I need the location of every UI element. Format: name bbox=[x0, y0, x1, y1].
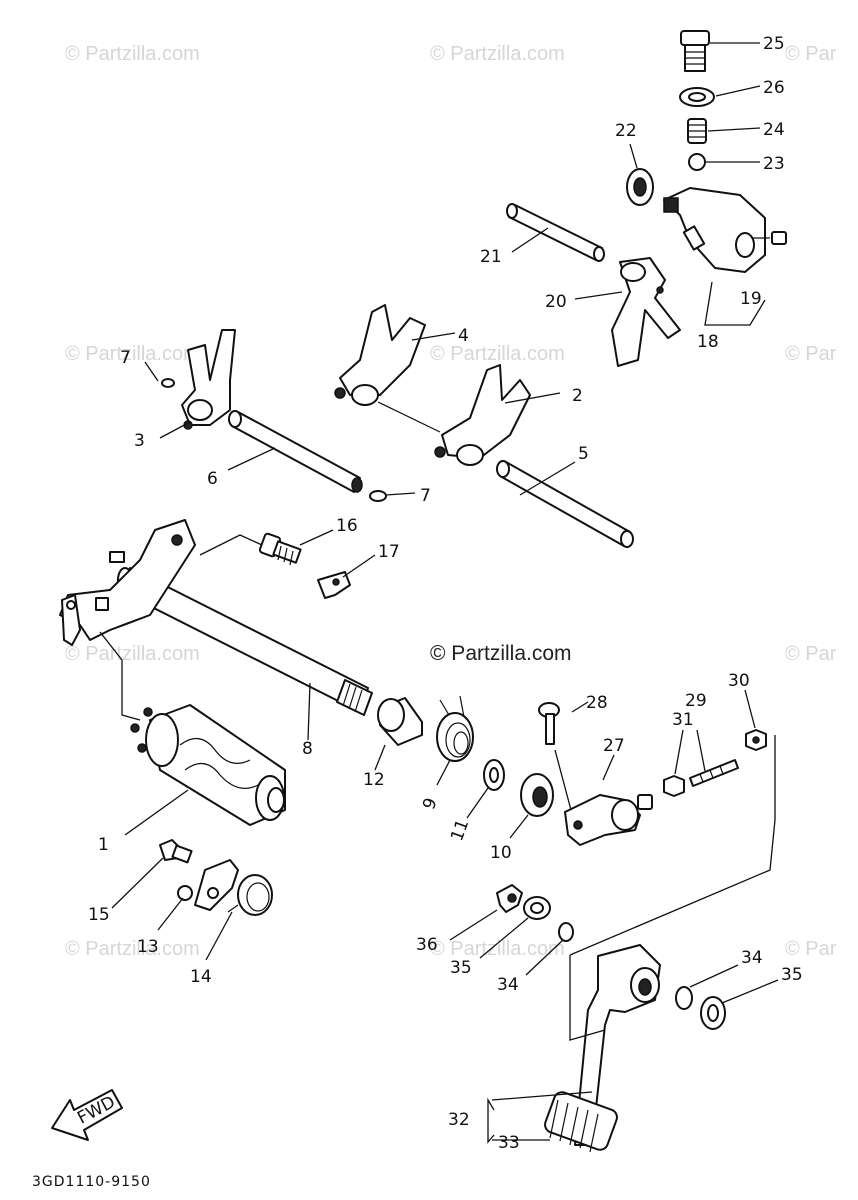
circlip-7 bbox=[161, 378, 175, 388]
callout-6: 6 bbox=[207, 469, 218, 489]
callout-11: 11 bbox=[447, 817, 473, 844]
spring-24 bbox=[687, 118, 707, 144]
callout-15: 15 bbox=[88, 905, 110, 925]
callout-28: 28 bbox=[586, 693, 608, 713]
spring-9 bbox=[436, 695, 474, 762]
watermark-text: © Par bbox=[785, 43, 837, 65]
watermark-text: © Partzilla.com bbox=[430, 938, 565, 960]
watermark-text: © Partzilla.com bbox=[65, 343, 200, 365]
shift-drum-1 bbox=[130, 704, 286, 826]
callout-31: 31 bbox=[672, 710, 694, 730]
watermark-text: © Partzilla.com bbox=[65, 938, 200, 960]
callout-34-left: 34 bbox=[497, 975, 519, 995]
screw-28 bbox=[538, 702, 560, 745]
bolt-25 bbox=[680, 30, 710, 72]
shift-fork-3 bbox=[181, 329, 236, 430]
callout-27: 27 bbox=[603, 736, 625, 756]
footrest-33 bbox=[544, 1091, 618, 1153]
arm-27 bbox=[564, 794, 653, 846]
rod-29 bbox=[689, 759, 739, 787]
lever-13 bbox=[177, 859, 239, 911]
leader-lines bbox=[99, 42, 779, 1144]
clip-36 bbox=[496, 884, 523, 913]
shift-fork-20 bbox=[611, 257, 681, 367]
callout-24: 24 bbox=[763, 120, 785, 140]
callout-19: 19 bbox=[740, 289, 762, 309]
washer-35 bbox=[700, 996, 726, 1030]
oring-34 bbox=[675, 986, 693, 1010]
diagram-code: 3GD1110-9150 bbox=[32, 1174, 151, 1190]
leader-line bbox=[199, 534, 263, 556]
callout-33: 33 bbox=[498, 1133, 520, 1153]
callout-7-top: 7 bbox=[120, 348, 131, 368]
callout-34-right: 34 bbox=[741, 948, 763, 968]
callout-36: 36 bbox=[416, 935, 438, 955]
shift-arm-plate bbox=[59, 519, 196, 646]
watermark-text: © Par bbox=[785, 643, 837, 665]
nut-30 bbox=[745, 729, 767, 751]
callout-7-bottom: 7 bbox=[420, 486, 431, 506]
nut-31 bbox=[663, 775, 685, 797]
shaft-6 bbox=[228, 410, 363, 493]
callout-25: 25 bbox=[763, 34, 785, 54]
callout-3: 3 bbox=[134, 431, 145, 451]
shift-lever-18 bbox=[663, 187, 787, 273]
callout-35-right: 35 bbox=[781, 965, 803, 985]
callout-26: 26 bbox=[763, 78, 785, 98]
shaft-21 bbox=[506, 203, 605, 262]
callout-35-left: 35 bbox=[450, 958, 472, 978]
callout-32: 32 bbox=[448, 1110, 470, 1130]
callout-29: 29 bbox=[685, 691, 707, 711]
retainer-17 bbox=[317, 571, 351, 599]
washer-11 bbox=[483, 759, 505, 791]
callout-12: 12 bbox=[363, 770, 385, 790]
watermark-text: © Par bbox=[785, 938, 837, 960]
callout-5: 5 bbox=[578, 444, 589, 464]
washer-35 bbox=[523, 896, 551, 920]
callout-21: 21 bbox=[480, 247, 502, 267]
washer-26 bbox=[679, 87, 715, 107]
bearing-10 bbox=[520, 773, 554, 817]
callout-labels: 25 26 24 23 22 21 20 19 18 4 2 7 3 6 7 5… bbox=[88, 34, 803, 1153]
bolt-15 bbox=[159, 839, 193, 864]
callout-23: 23 bbox=[763, 154, 785, 174]
watermark-layer: © Partzilla.com © Partzilla.com © Par © … bbox=[65, 43, 837, 960]
callout-30: 30 bbox=[728, 671, 750, 691]
watermark-text: © Partzilla.com bbox=[430, 343, 565, 365]
watermark-text: © Par bbox=[785, 343, 837, 365]
callout-16: 16 bbox=[336, 516, 358, 536]
shift-fork-2 bbox=[434, 364, 531, 466]
oring-34 bbox=[558, 922, 574, 942]
callout-1: 1 bbox=[98, 835, 109, 855]
callout-17: 17 bbox=[378, 542, 400, 562]
shift-pedal-32 bbox=[574, 944, 661, 1146]
callout-14: 14 bbox=[190, 967, 212, 987]
watermark-main: © Partzilla.com bbox=[430, 642, 572, 665]
callout-4: 4 bbox=[458, 326, 469, 346]
watermark-text: © Partzilla.com bbox=[65, 43, 200, 65]
watermark-text: © Partzilla.com bbox=[430, 43, 565, 65]
callout-10: 10 bbox=[490, 843, 512, 863]
callout-8: 8 bbox=[302, 739, 313, 759]
alignment-line bbox=[377, 401, 441, 433]
callout-9: 9 bbox=[419, 795, 441, 812]
fwd-arrow-icon: FWD bbox=[51, 1089, 123, 1141]
shift-fork-4 bbox=[334, 304, 426, 406]
seal-22 bbox=[626, 168, 654, 206]
callout-13: 13 bbox=[137, 937, 159, 957]
watermark-text: © Partzilla.com bbox=[65, 643, 200, 665]
shaft-5 bbox=[496, 460, 634, 548]
collar-12 bbox=[377, 697, 423, 746]
circlip-7 bbox=[369, 490, 387, 502]
callout-22: 22 bbox=[615, 121, 637, 141]
callout-2: 2 bbox=[572, 386, 583, 406]
spring-14 bbox=[227, 874, 273, 916]
callout-20: 20 bbox=[545, 292, 567, 312]
leader-line bbox=[569, 735, 776, 956]
bolt-16 bbox=[258, 532, 302, 566]
callout-18: 18 bbox=[697, 332, 719, 352]
ball-23 bbox=[688, 153, 706, 171]
